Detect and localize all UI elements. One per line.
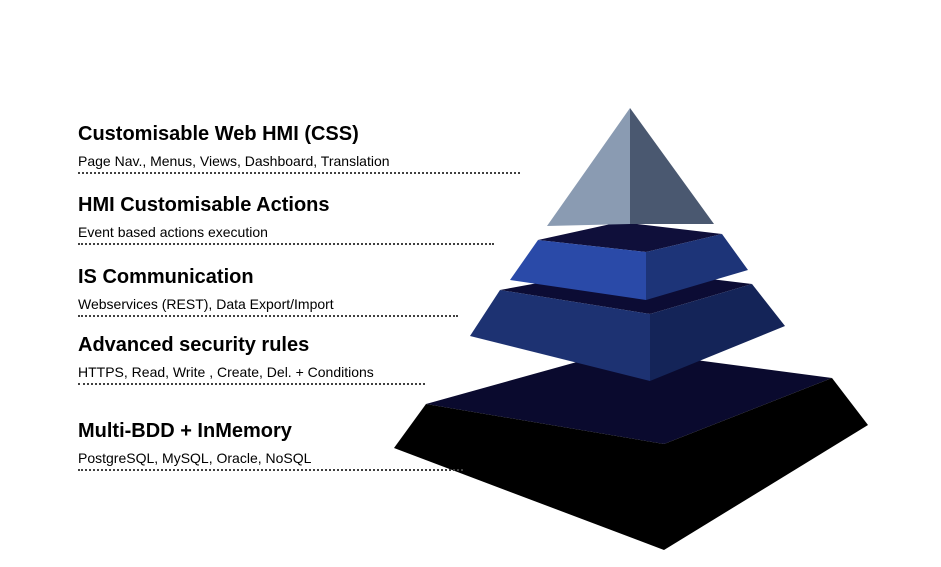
layer-description: Webservices (REST), Data Export/Import bbox=[78, 295, 458, 317]
base-tier-front-left bbox=[394, 404, 664, 550]
tier3-right bbox=[650, 284, 785, 381]
layer-title: Customisable Web HMI (CSS) bbox=[78, 123, 359, 145]
layer-label-security-rules: Advanced security rules HTTPS, Read, Wri… bbox=[78, 333, 425, 385]
layer-title: Advanced security rules bbox=[78, 334, 310, 356]
layer-title: Multi-BDD + InMemory bbox=[78, 420, 292, 442]
tier2-top bbox=[538, 222, 722, 252]
layer-description: Event based actions execution bbox=[78, 223, 494, 245]
tier3-left bbox=[470, 290, 650, 381]
tier2-left bbox=[510, 240, 646, 300]
apex-right-face bbox=[630, 108, 714, 224]
layer-title: HMI Customisable Actions bbox=[78, 194, 330, 216]
layer-description: HTTPS, Read, Write , Create, Del. + Cond… bbox=[78, 363, 425, 385]
apex-left-face bbox=[547, 108, 630, 226]
layer-label-is-communication: IS Communication Webservices (REST), Dat… bbox=[78, 265, 458, 317]
layer-description: Page Nav., Menus, Views, Dashboard, Tran… bbox=[78, 152, 520, 174]
base-tier-top bbox=[426, 350, 832, 444]
layer-description: PostgreSQL, MySQL, Oracle, NoSQL bbox=[78, 449, 463, 471]
layer-label-hmi-actions: HMI Customisable Actions Event based act… bbox=[78, 193, 494, 245]
layer-label-web-hmi: Customisable Web HMI (CSS) Page Nav., Me… bbox=[78, 122, 520, 174]
tier2-right bbox=[646, 234, 748, 300]
layer-label-multi-bdd: Multi-BDD + InMemory PostgreSQL, MySQL, … bbox=[78, 419, 463, 471]
base-tier-front-right bbox=[664, 378, 868, 550]
layer-title: IS Communication bbox=[78, 266, 254, 288]
